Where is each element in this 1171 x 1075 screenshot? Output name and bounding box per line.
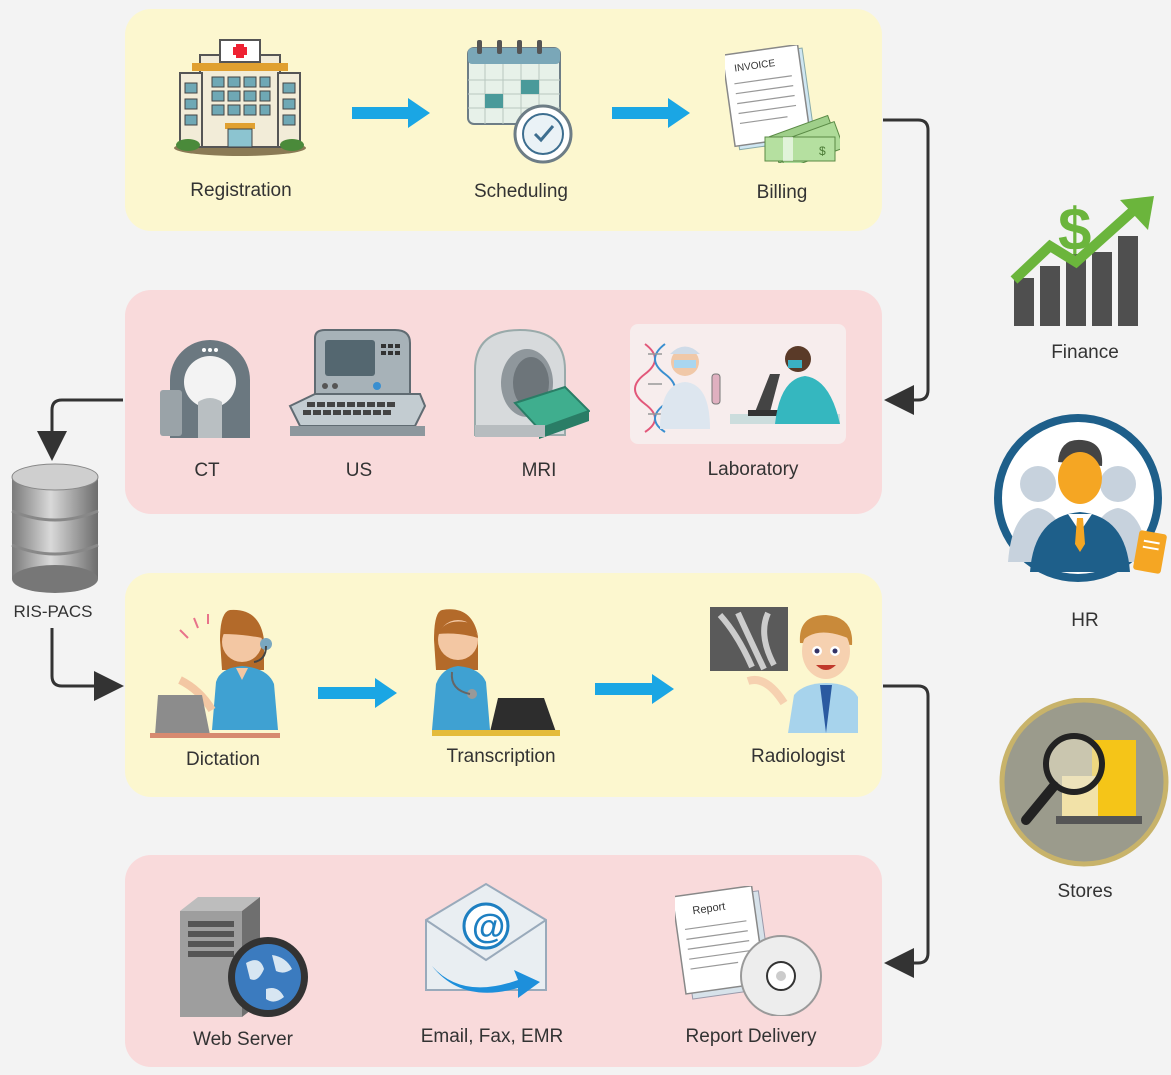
invoice-money-icon: INVOICE $ $	[725, 45, 840, 163]
connector-rispacs-to-reporting	[50, 628, 124, 701]
connector-modalities-to-rispacs	[37, 398, 123, 461]
radiologist-label: Radiologist	[751, 746, 845, 767]
dictation-person-icon	[150, 600, 285, 738]
laboratory-label: Laboratory	[707, 459, 799, 480]
hr-label: HR	[1071, 610, 1099, 631]
connector-billing-to-modalities	[883, 118, 930, 415]
ct-label: CT	[194, 460, 220, 481]
ct-scanner-icon	[160, 330, 260, 442]
registration-label: Registration	[190, 180, 292, 201]
report-disc-icon: Report	[675, 886, 825, 1016]
dictation-label: Dictation	[186, 749, 260, 770]
report-badge: Report	[692, 901, 726, 917]
svg-text:$: $	[819, 144, 826, 158]
svg-text:@: @	[472, 908, 505, 946]
stores-label: Stores	[1057, 881, 1113, 902]
transcription-label: Transcription	[446, 746, 556, 767]
rispacs-label: RIS-PACS	[13, 602, 93, 621]
hospital-icon	[170, 35, 310, 160]
web-server-label: Web Server	[193, 1029, 293, 1050]
email-envelope-icon: @	[422, 880, 550, 1005]
database-icon	[10, 463, 100, 595]
svg-text:$: $	[1058, 196, 1091, 263]
radiologist-xray-icon	[708, 605, 858, 735]
email-fax-emr-label: Email, Fax, EMR	[420, 1026, 564, 1047]
mri-scanner-icon	[465, 325, 590, 445]
transcriptionist-icon	[432, 600, 560, 736]
connector-radiologist-to-delivery	[883, 684, 930, 978]
report-delivery-label: Report Delivery	[685, 1026, 817, 1047]
calendar-clock-icon	[465, 38, 580, 166]
billing-label: Billing	[756, 182, 808, 203]
mri-label: MRI	[521, 460, 557, 481]
stores-magnifier-icon	[996, 698, 1171, 868]
web-server-globe-icon	[180, 893, 312, 1021]
ultrasound-machine-icon	[285, 328, 430, 440]
us-label: US	[345, 460, 373, 481]
lab-scientists-icon	[630, 324, 846, 444]
finance-growth-icon: $	[1010, 190, 1160, 330]
scheduling-label: Scheduling	[473, 181, 569, 202]
finance-label: Finance	[1051, 342, 1119, 363]
hr-person-icon	[990, 412, 1171, 582]
